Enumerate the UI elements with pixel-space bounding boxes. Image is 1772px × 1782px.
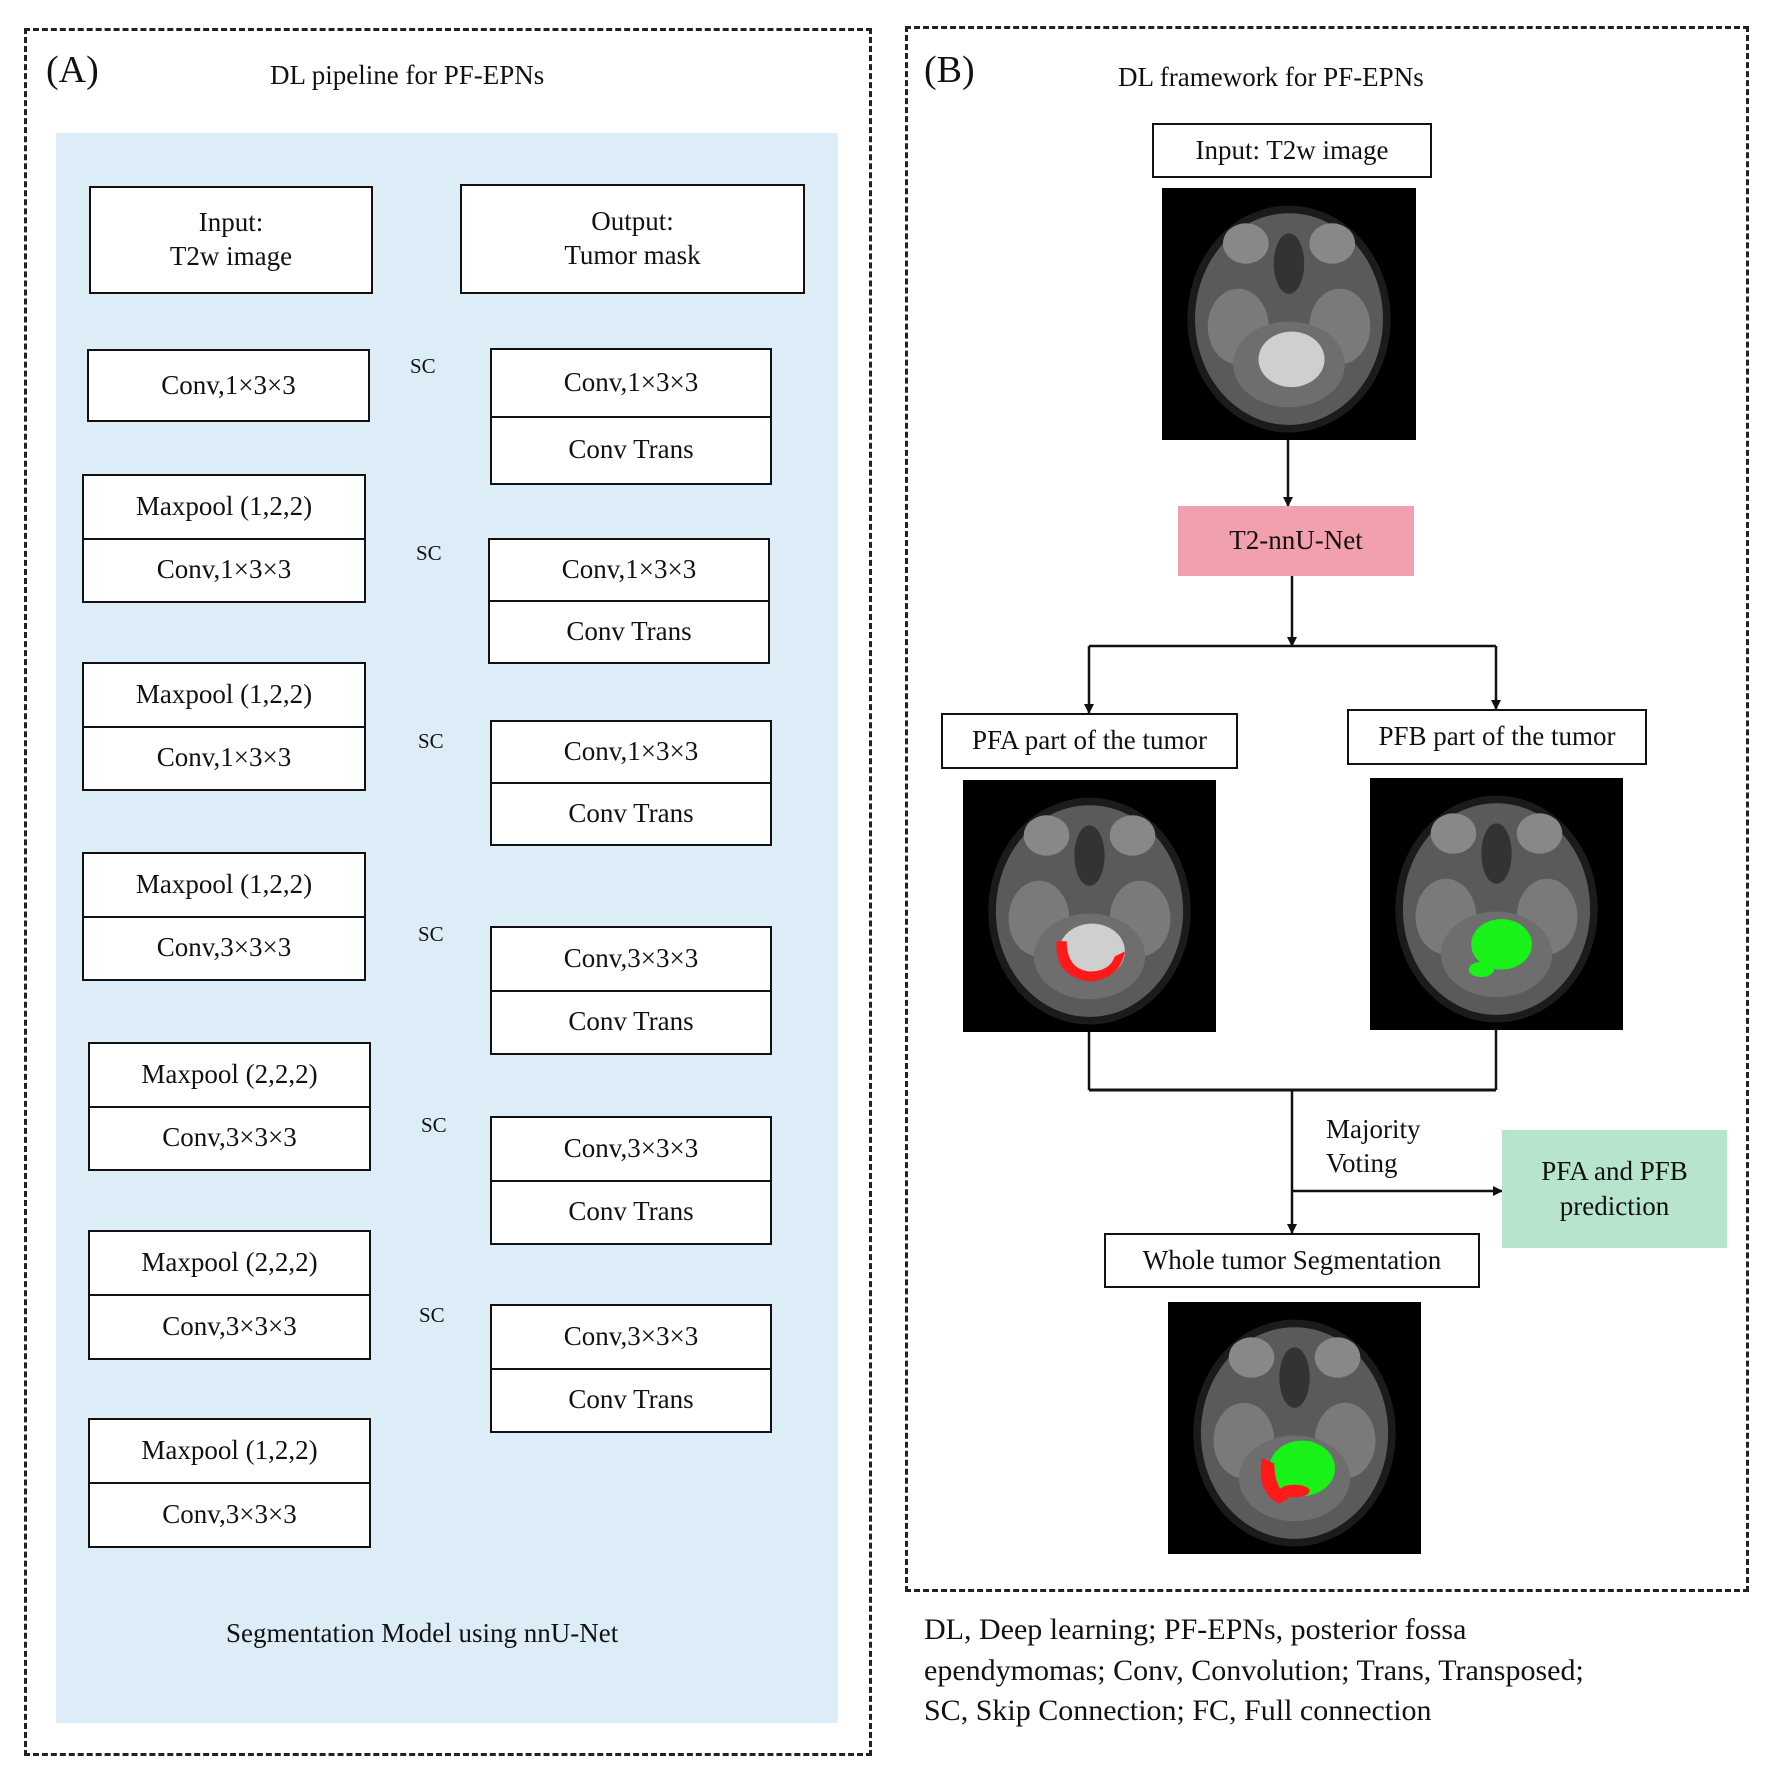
pfa-part-label: PFA part of the tumor xyxy=(972,725,1207,756)
figure-caption: DL, Deep learning; PF-EPNs, posterior fo… xyxy=(924,1610,1684,1732)
encoder-block-1: Conv,1×3×3 xyxy=(87,349,370,422)
decoder-block-5: Conv,3×3×3 Conv Trans xyxy=(490,1116,772,1245)
encoder-conv-7: Conv,3×3×3 xyxy=(90,1482,369,1546)
prediction-label-line1: PFA and PFB xyxy=(1541,1155,1688,1186)
skip-label-5: SC xyxy=(421,1113,447,1137)
caption-line-3: SC, Skip Connection; FC, Full connection xyxy=(924,1694,1432,1727)
panel-b-border xyxy=(905,26,1749,1592)
prediction-box: PFA and PFB prediction xyxy=(1502,1130,1727,1248)
decoder-block-4: Conv,3×3×3 Conv Trans xyxy=(490,926,772,1055)
encoder-block-3: Maxpool (1,2,2) Conv,1×3×3 xyxy=(82,662,366,791)
panel-a-border xyxy=(24,28,872,1756)
encoder-maxpool-4: Maxpool (1,2,2) xyxy=(135,868,313,899)
b-input-box: Input: T2w image xyxy=(1152,123,1432,178)
encoder-conv-1: Conv,1×3×3 xyxy=(161,369,296,400)
decoder-conv-6: Conv,3×3×3 xyxy=(563,1320,699,1351)
decoder-conv-3: Conv,1×3×3 xyxy=(563,736,699,767)
skip-label-3: SC xyxy=(418,729,444,753)
decoder-conv-2: Conv,1×3×3 xyxy=(561,554,697,585)
pfa-mri-image xyxy=(963,780,1216,1032)
pfb-part-box: PFB part of the tumor xyxy=(1347,709,1647,765)
decoder-block-3: Conv,1×3×3 Conv Trans xyxy=(490,720,772,846)
encoder-block-6: Maxpool (2,2,2) Conv,3×3×3 xyxy=(88,1230,371,1360)
b-input-label: Input: T2w image xyxy=(1195,134,1389,165)
pfb-mri-image xyxy=(1370,778,1623,1030)
encoder-conv-4: Conv,3×3×3 xyxy=(84,915,364,980)
decoder-trans-5: Conv Trans xyxy=(492,1179,770,1244)
pfa-part-box: PFA part of the tumor xyxy=(941,713,1238,769)
skip-label-6: SC xyxy=(419,1303,445,1327)
decoder-block-6: Conv,3×3×3 Conv Trans xyxy=(490,1304,772,1433)
encoder-conv-3: Conv,1×3×3 xyxy=(84,725,364,790)
decoder-trans-1: Conv Trans xyxy=(492,415,770,484)
decoder-trans-2: Conv Trans xyxy=(490,600,768,662)
pfb-part-label: PFB part of the tumor xyxy=(1378,721,1616,752)
input-box: Input: T2w image xyxy=(89,186,373,294)
encoder-conv-2: Conv,1×3×3 xyxy=(84,537,364,602)
input-sub-label: T2w image xyxy=(169,241,293,271)
panel-b-letter: (B) xyxy=(924,49,975,91)
prediction-label-line2: prediction xyxy=(1559,1191,1670,1221)
decoder-block-1: Conv,1×3×3 Conv Trans xyxy=(490,348,772,485)
whole-tumor-mri-image xyxy=(1168,1302,1421,1554)
panel-b-title: DL framework for PF-EPNs xyxy=(1118,62,1424,92)
skip-label-4: SC xyxy=(418,922,444,946)
encoder-conv-6: Conv,3×3×3 xyxy=(90,1294,369,1358)
caption-line-2: ependymomas; Conv, Convolution; Trans, T… xyxy=(924,1653,1584,1687)
input-label: Input: xyxy=(198,207,264,238)
encoder-maxpool-2: Maxpool (1,2,2) xyxy=(135,490,313,521)
encoder-maxpool-7: Maxpool (1,2,2) xyxy=(141,1435,318,1466)
skip-label-1: SC xyxy=(410,354,436,378)
decoder-conv-5: Conv,3×3×3 xyxy=(563,1132,699,1163)
decoder-trans-3: Conv Trans xyxy=(492,782,770,844)
panel-a-letter: (A) xyxy=(46,49,99,91)
output-box: Output: Tumor mask xyxy=(460,184,805,294)
encoder-maxpool-3: Maxpool (1,2,2) xyxy=(135,678,313,709)
input-mri-image xyxy=(1162,188,1416,440)
decoder-trans-6: Conv Trans xyxy=(492,1367,770,1432)
output-label: Output: xyxy=(591,206,674,237)
caption-line-1: DL, Deep learning; PF-EPNs, posterior fo… xyxy=(924,1613,1467,1646)
encoder-block-2: Maxpool (1,2,2) Conv,1×3×3 xyxy=(82,474,366,603)
panel-a-title: DL pipeline for PF-EPNs xyxy=(270,60,545,90)
encoder-block-7: Maxpool (1,2,2) Conv,3×3×3 xyxy=(88,1418,371,1548)
encoder-block-4: Maxpool (1,2,2) Conv,3×3×3 xyxy=(82,852,366,981)
voting-label-line1: Majority xyxy=(1326,1114,1421,1144)
voting-label-line2: Voting xyxy=(1326,1148,1398,1178)
decoder-conv-1: Conv,1×3×3 xyxy=(563,366,699,397)
encoder-maxpool-6: Maxpool (2,2,2) xyxy=(141,1247,318,1278)
decoder-block-2: Conv,1×3×3 Conv Trans xyxy=(488,538,770,664)
skip-label-2: SC xyxy=(416,541,442,565)
model-label: T2-nnU-Net xyxy=(1229,525,1363,556)
whole-tumor-label: Whole tumor Segmentation xyxy=(1142,1244,1442,1275)
encoder-maxpool-5: Maxpool (2,2,2) xyxy=(141,1058,318,1089)
decoder-conv-4: Conv,3×3×3 xyxy=(563,942,699,973)
encoder-block-5: Maxpool (2,2,2) Conv,3×3×3 xyxy=(88,1042,371,1171)
output-sub-label: Tumor mask xyxy=(564,240,701,270)
panel-a-footer: Segmentation Model using nnU-Net xyxy=(226,1618,619,1648)
decoder-trans-4: Conv Trans xyxy=(492,989,770,1054)
model-box: T2-nnU-Net xyxy=(1178,506,1414,576)
whole-tumor-box: Whole tumor Segmentation xyxy=(1104,1233,1480,1288)
encoder-conv-5: Conv,3×3×3 xyxy=(90,1105,369,1170)
